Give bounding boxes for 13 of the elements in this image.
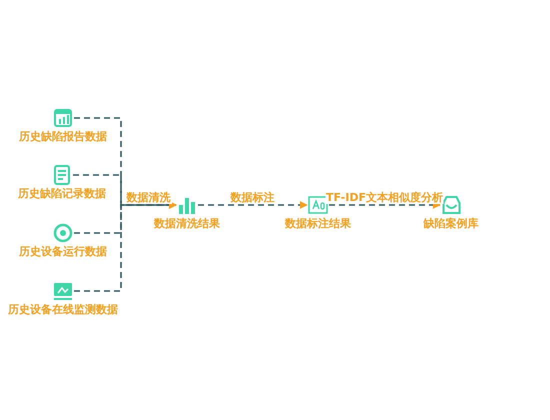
edge-label: 数据清洗: [126, 192, 172, 204]
node-label: 历史缺陷报告数据: [19, 130, 107, 143]
node-label: 数据清洗结果: [154, 217, 220, 230]
node-label: 缺陷案例库: [424, 217, 478, 230]
arrow: [73, 174, 177, 209]
arrow: [198, 201, 308, 209]
node-label: 历史设备运行数据: [19, 245, 107, 258]
arrow: [74, 201, 177, 292]
edge-label: TF-IDF文本相似度分析: [325, 192, 444, 204]
edge-label: 数据标注: [230, 192, 276, 204]
node-label: 历史设备在线监测数据: [8, 303, 118, 316]
node-label: 历史缺陷记录数据: [18, 187, 106, 200]
node-label: 数据标注结果: [285, 217, 351, 230]
